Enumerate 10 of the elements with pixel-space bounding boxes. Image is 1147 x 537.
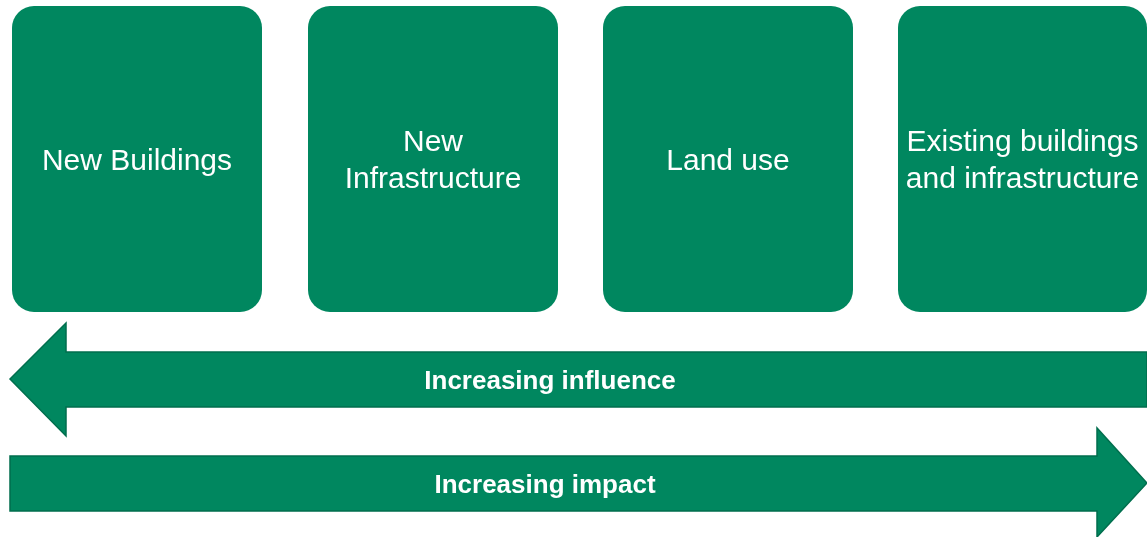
category-box — [308, 6, 558, 312]
box-label: Existing buildings and infrastructure — [904, 123, 1141, 196]
category-box — [603, 6, 853, 312]
box-label: New Buildings — [41, 141, 233, 178]
arrow-label: Increasing impact — [434, 468, 656, 500]
category-box — [898, 6, 1147, 312]
arrow-label: Increasing influence — [424, 364, 676, 396]
box-label: New Infrastructure — [343, 123, 523, 196]
category-box — [12, 6, 262, 312]
box-label: Land use — [666, 141, 790, 178]
